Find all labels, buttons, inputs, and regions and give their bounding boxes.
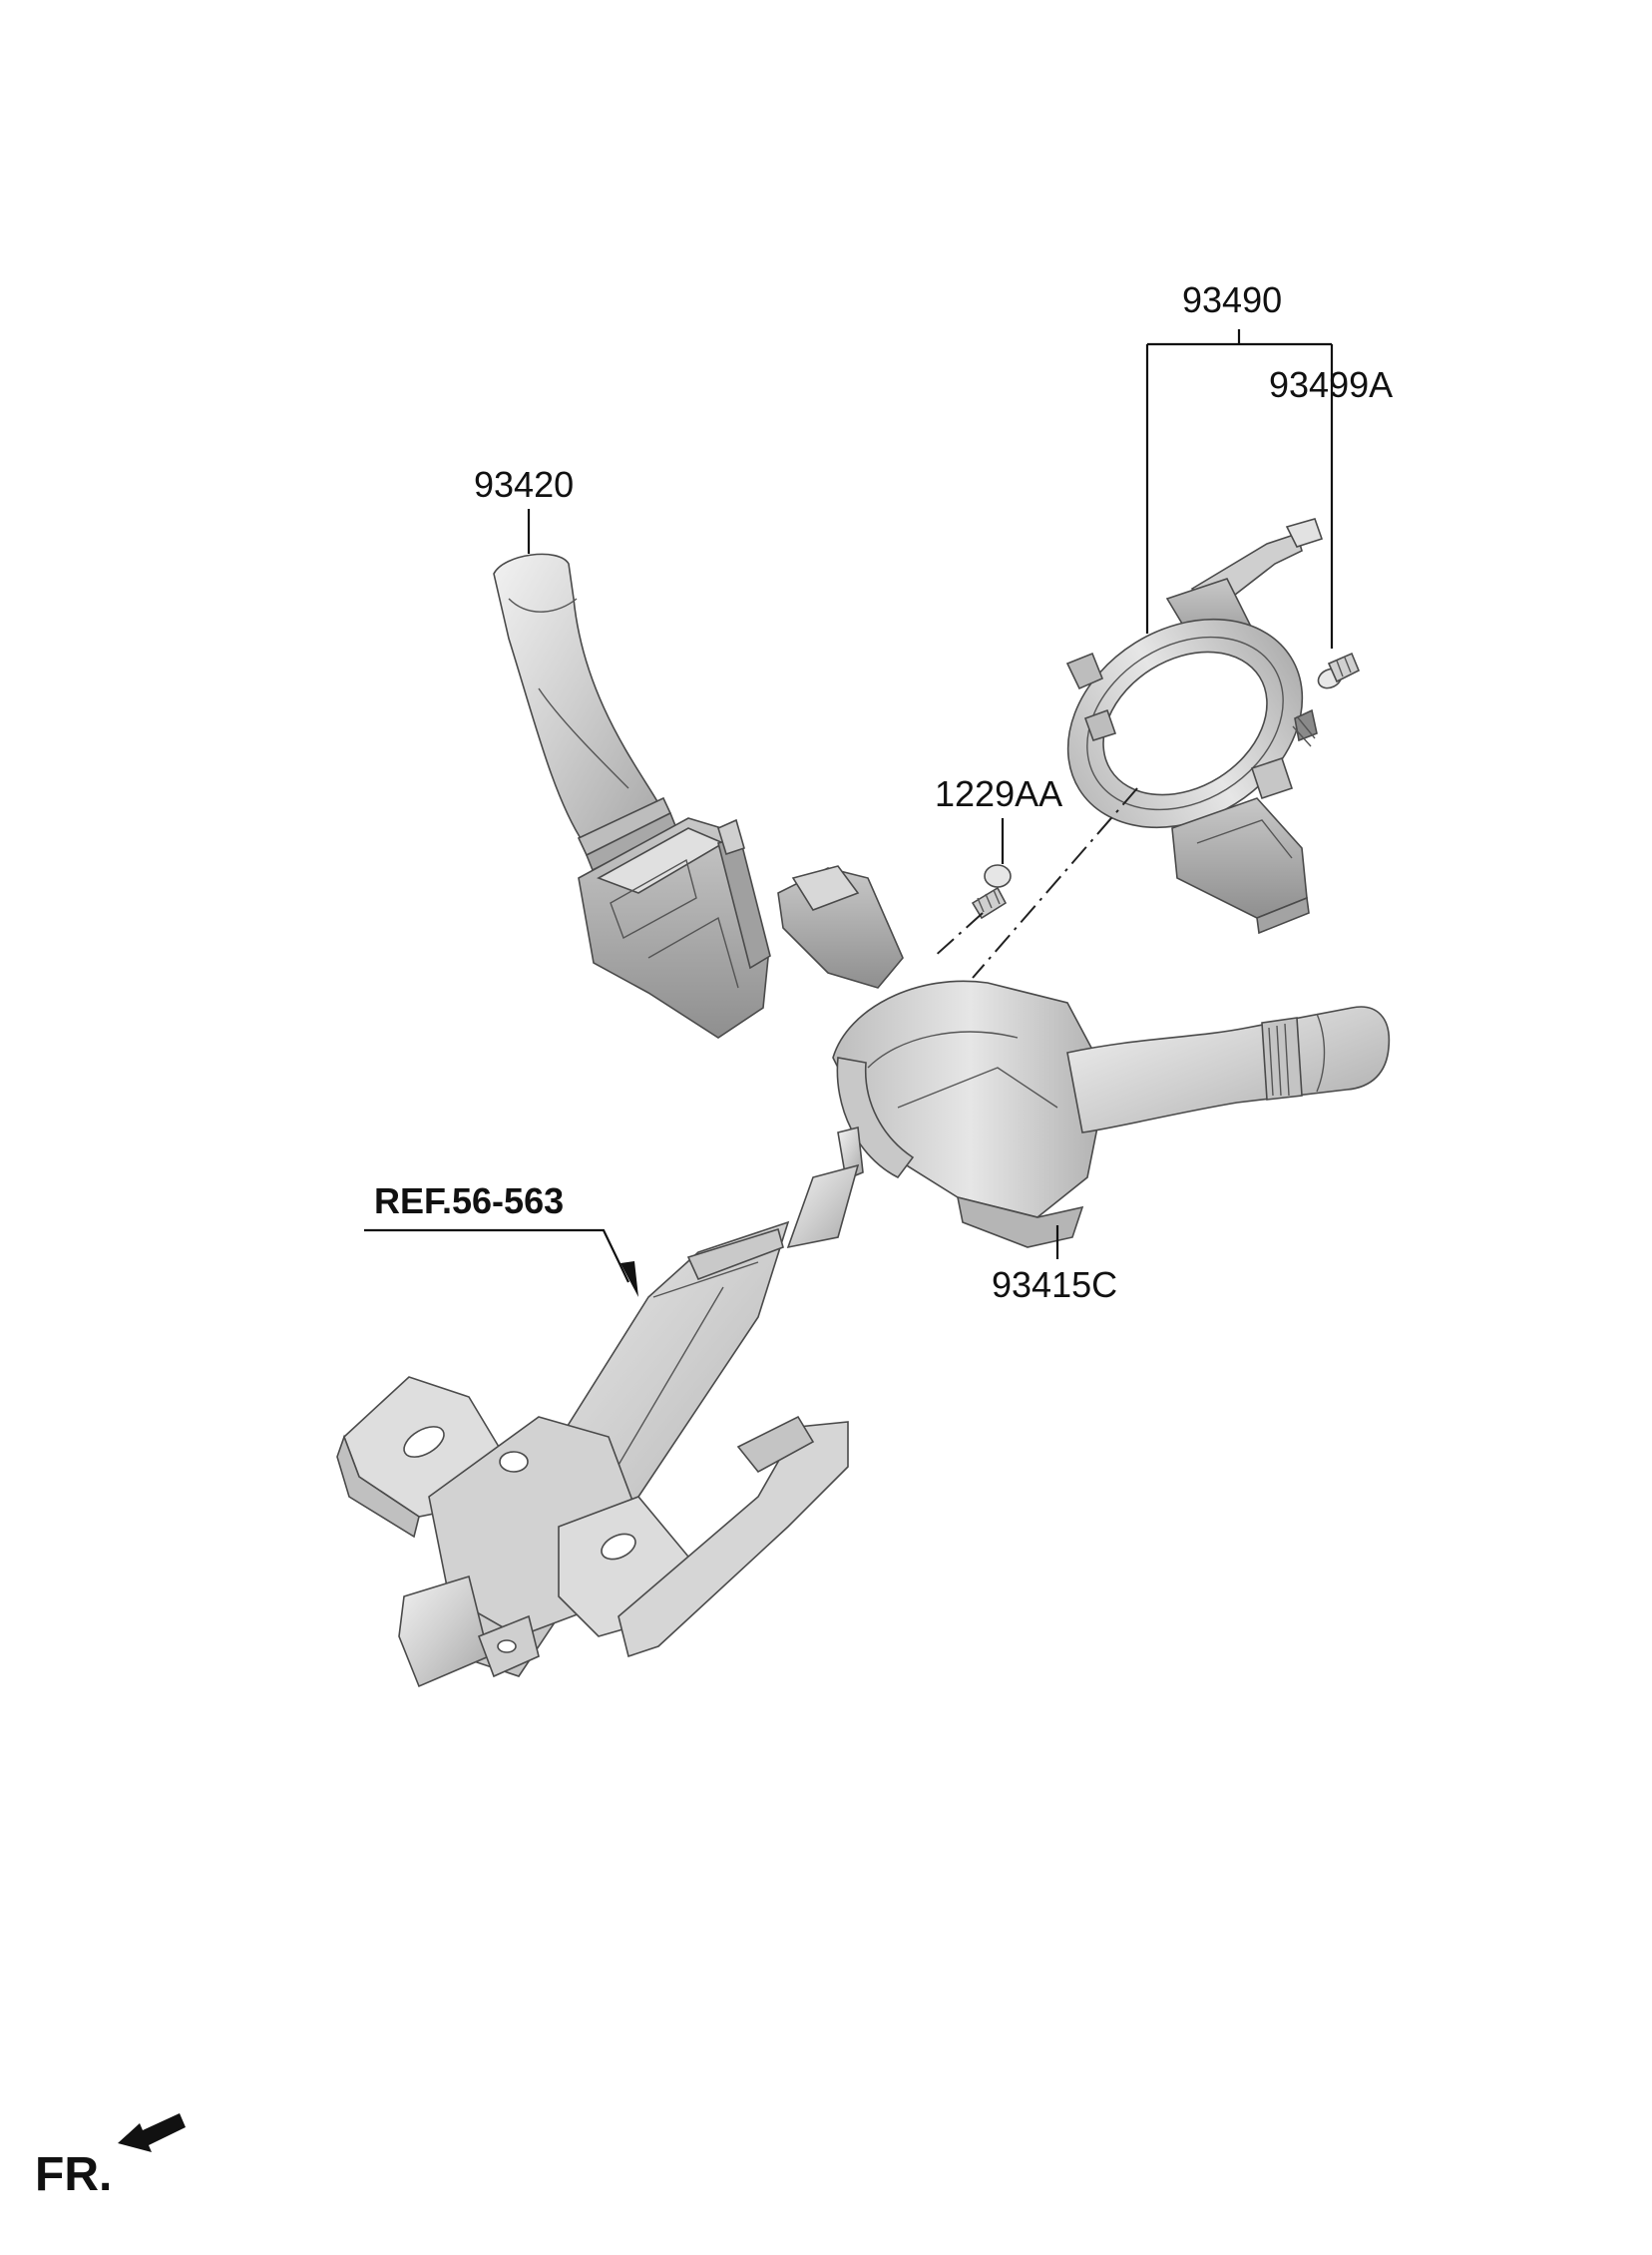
label-ref-56-563: REF.56-563: [374, 1180, 564, 1221]
light-switch-part[interactable]: [777, 865, 1391, 1248]
label-93415c: 93415C: [992, 1264, 1117, 1305]
clock-spring-part[interactable]: [1030, 518, 1342, 935]
leader-lines: [364, 329, 1334, 1297]
bolt-part[interactable]: [971, 864, 1012, 920]
front-label: FR.: [35, 2148, 112, 2201]
steering-column-part[interactable]: [336, 1127, 864, 1688]
label-93490: 93490: [1182, 279, 1282, 320]
screw-part[interactable]: [1315, 652, 1361, 691]
ref-arrow-icon: [620, 1261, 638, 1297]
front-indicator: FR.: [35, 2113, 186, 2201]
label-1229aa: 1229AA: [935, 773, 1062, 814]
label-93499a: 93499A: [1269, 364, 1393, 405]
wiper-switch-part[interactable]: [493, 553, 771, 1039]
label-93420: 93420: [474, 464, 574, 505]
arrow-front-icon: [118, 2113, 186, 2152]
